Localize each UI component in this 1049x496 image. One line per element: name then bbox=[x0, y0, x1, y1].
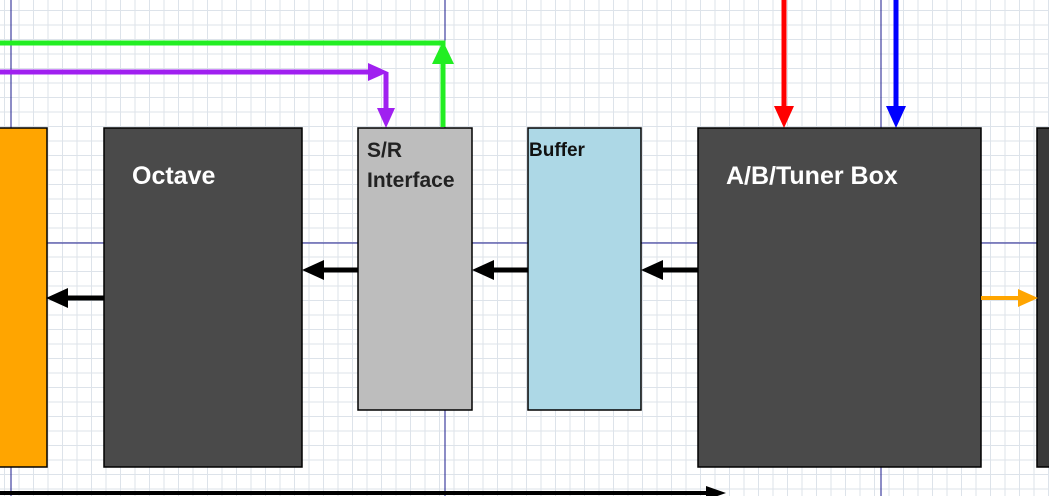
partial-block-right bbox=[1036, 127, 1049, 468]
sr-interface-label-line2: Interface bbox=[367, 169, 455, 192]
signal-arrow-octave-to-left bbox=[46, 288, 104, 308]
blue-signal-line bbox=[886, 0, 906, 128]
buffer-label: Buffer bbox=[529, 140, 586, 161]
buffer-block: Buffer bbox=[527, 127, 642, 411]
octave-label: Octave bbox=[132, 162, 215, 190]
red-signal-line bbox=[774, 0, 794, 128]
ab-tuner-box-block: A/B/Tuner Box bbox=[697, 127, 982, 468]
ab-tuner-box-label: A/B/Tuner Box bbox=[726, 162, 898, 190]
signal-arrow-sr-to-octave bbox=[302, 260, 358, 280]
signal-arrow-buffer-to-sr bbox=[472, 260, 528, 280]
bottom-signal-line bbox=[0, 486, 726, 496]
sr-interface-block: S/R Interface bbox=[357, 127, 473, 411]
partial-block-left bbox=[0, 127, 48, 468]
purple-signal-line bbox=[0, 63, 395, 128]
signal-arrow-ab-to-buffer bbox=[641, 260, 698, 280]
green-signal-line bbox=[0, 40, 454, 127]
octave-block: Octave bbox=[103, 127, 303, 468]
sr-interface-label-line1: S/R bbox=[367, 139, 402, 162]
orange-signal-arrow bbox=[981, 289, 1038, 307]
